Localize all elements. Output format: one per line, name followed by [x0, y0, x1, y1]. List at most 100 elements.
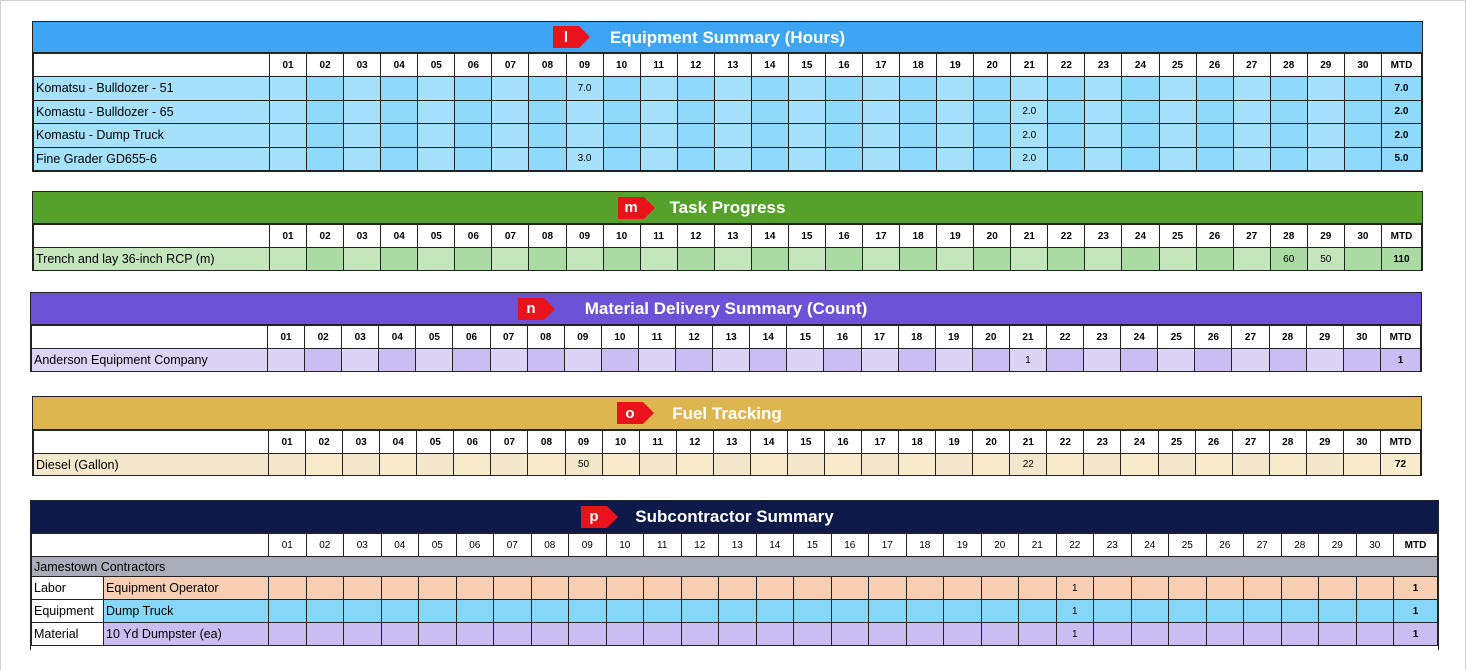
day-cell-14 [749, 348, 788, 372]
mtd-header: MTD [1380, 325, 1421, 349]
day-cell-01 [268, 599, 307, 623]
day-cell-17 [868, 576, 907, 600]
day-cell-07 [493, 576, 532, 600]
day-cell-30 [1355, 576, 1394, 600]
day-cell-28 [1280, 576, 1319, 600]
day-cell-08 [530, 599, 569, 623]
day-header-29: 29 [1305, 325, 1344, 349]
mtd-header: MTD [1381, 224, 1422, 248]
day-header-05: 05 [416, 430, 455, 454]
day-header-11: 11 [639, 53, 678, 77]
day-header-25: 25 [1157, 430, 1196, 454]
day-header-06: 06 [452, 325, 491, 349]
day-cell-01 [268, 247, 308, 271]
day-cell-22 [1047, 99, 1086, 124]
day-header-26: 26 [1205, 533, 1244, 557]
subcontractor-summary-header: Subcontractor Summary p [31, 501, 1438, 533]
day-cell-27 [1232, 247, 1271, 271]
day-header-10: 10 [605, 533, 644, 557]
day-cell-10 [605, 599, 644, 623]
day-header-23: 23 [1083, 325, 1122, 349]
day-cell-24 [1121, 99, 1160, 124]
day-cell-25 [1158, 146, 1197, 171]
day-cell-29 [1306, 146, 1345, 171]
day-cell-11 [643, 576, 682, 600]
day-cell-22 [1045, 348, 1085, 372]
day-header-07: 07 [489, 325, 528, 349]
day-cell-17 [861, 146, 901, 171]
day-cell-07 [493, 599, 532, 623]
day-cell-10 [602, 146, 641, 171]
day-cell-05 [418, 599, 457, 623]
day-cell-15 [793, 622, 832, 646]
day-header-22: 22 [1046, 430, 1085, 454]
day-cell-10 [600, 348, 639, 372]
day-cell-12 [676, 123, 715, 148]
day-cell-30 [1355, 622, 1394, 646]
day-cell-04 [380, 247, 419, 271]
day-cell-03 [343, 99, 382, 124]
day-cell-30 [1343, 76, 1383, 101]
day-cell-26 [1205, 622, 1244, 646]
day-header-10: 10 [602, 53, 641, 77]
day-cell-02 [305, 599, 344, 623]
day-cell-23 [1093, 576, 1132, 600]
day-header-15: 15 [787, 224, 826, 248]
day-cell-09: 7.0 [565, 76, 604, 101]
day-cell-15 [793, 599, 832, 623]
day-cell-19 [936, 76, 975, 101]
day-cell-18 [899, 247, 938, 271]
day-cell-12 [675, 453, 714, 476]
day-header-27: 27 [1231, 430, 1270, 454]
day-cell-05 [417, 99, 456, 124]
section-marker-o: o [617, 402, 654, 424]
day-cell-05 [415, 348, 454, 372]
day-cell-06 [454, 247, 493, 271]
day-header-16: 16 [823, 430, 863, 454]
day-header-14: 14 [750, 53, 789, 77]
day-cell-08 [528, 99, 567, 124]
day-header-05: 05 [417, 53, 456, 77]
day-cell-04 [380, 576, 419, 600]
day-cell-20 [972, 453, 1011, 476]
day-cell-28 [1269, 146, 1308, 171]
day-cell-26 [1205, 599, 1244, 623]
day-cell-03 [343, 146, 382, 171]
day-cell-27 [1243, 622, 1282, 646]
day-header-29: 29 [1305, 430, 1344, 454]
day-cell-15 [787, 99, 826, 124]
day-cell-01 [268, 99, 308, 124]
page-border-top [0, 0, 1466, 1]
day-cell-01 [268, 622, 307, 646]
day-cell-13 [718, 622, 757, 646]
day-header-27: 27 [1232, 224, 1271, 248]
day-cell-13 [713, 76, 752, 101]
day-cell-20 [980, 576, 1019, 600]
day-header-24: 24 [1120, 325, 1159, 349]
day-cell-09: 3.0 [565, 146, 604, 171]
day-cell-22 [1047, 146, 1086, 171]
day-header-23: 23 [1083, 430, 1122, 454]
header-blank-cell [33, 53, 270, 77]
row-label: Fine Grader GD655-6 [33, 146, 270, 171]
day-cell-16 [824, 99, 864, 124]
day-header-29: 29 [1318, 533, 1357, 557]
task-progress-title: Task Progress [669, 198, 786, 217]
day-cell-02 [305, 622, 344, 646]
day-cell-05 [417, 146, 456, 171]
day-header-06: 06 [453, 430, 492, 454]
day-cell-27 [1232, 146, 1271, 171]
day-cell-18 [899, 123, 938, 148]
day-cell-13 [712, 453, 751, 476]
day-cell-27 [1231, 348, 1270, 372]
header-blank-cell [33, 224, 270, 248]
task-progress-header: Task Progress m [33, 192, 1422, 224]
day-header-12: 12 [676, 53, 715, 77]
